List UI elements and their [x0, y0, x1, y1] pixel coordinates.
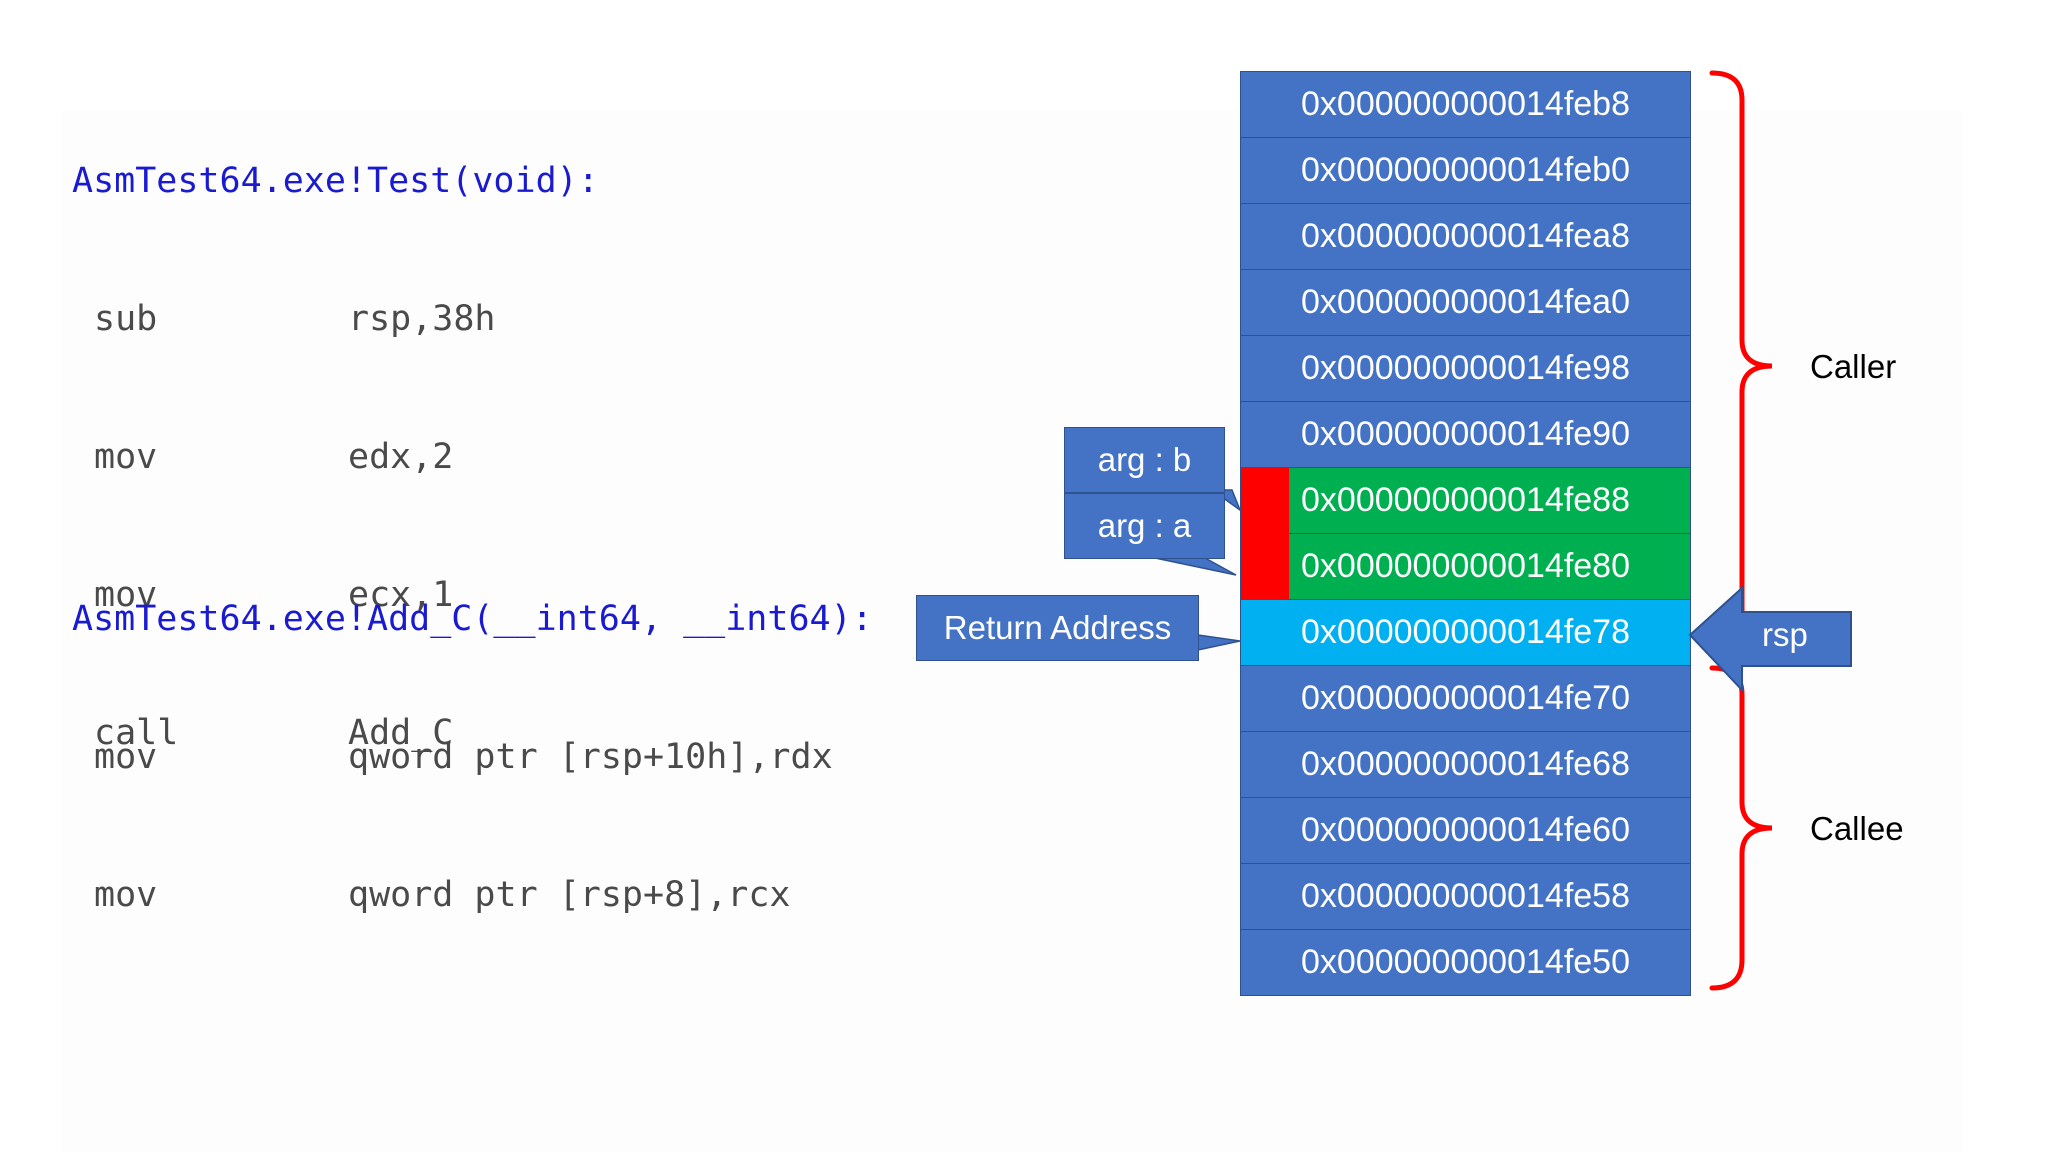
- caller-label: Caller: [1810, 348, 1897, 385]
- stack-address: 0x000000000014fe68: [1301, 745, 1630, 783]
- stack-address: 0x000000000014fe78: [1301, 613, 1630, 651]
- callee-brace: [1709, 665, 1773, 991]
- stack-cell: 0x000000000014feb0: [1240, 137, 1691, 204]
- return-address-callout: Return Address: [916, 595, 1199, 661]
- stack-address: 0x000000000014fe90: [1301, 415, 1630, 453]
- function-header-add-c: AsmTest64.exe!Add_C(__int64, __int64):: [72, 599, 873, 639]
- arg-a-pointer: [1154, 557, 1237, 576]
- stack-address: 0x000000000014feb8: [1301, 85, 1630, 123]
- code-line: mov qword ptr [rsp+10h],rdx: [72, 734, 873, 780]
- stack-address: 0x000000000014fea8: [1301, 217, 1630, 255]
- operands: ecx,1: [348, 575, 454, 615]
- stack-address: 0x000000000014fe70: [1301, 679, 1630, 717]
- stack-address: 0x000000000014fe98: [1301, 349, 1630, 387]
- code-line: call Add_C: [72, 710, 599, 756]
- opcode: mov: [94, 437, 158, 477]
- code-line: mov qword ptr [rsp+8],rcx: [72, 872, 873, 918]
- operands: rsp,38h: [348, 299, 496, 339]
- code-block-test: AsmTest64.exe!Test(void): sub rsp,38h mov…: [72, 66, 599, 802]
- stack-cell: 0x000000000014fe68: [1240, 731, 1691, 798]
- rsp-label: rsp: [1762, 616, 1808, 653]
- stack-cell: 0x000000000014fe58: [1240, 863, 1691, 930]
- opcode: mov: [94, 737, 158, 777]
- stack-address: 0x000000000014fea0: [1301, 283, 1630, 321]
- stack-address: 0x000000000014fe80: [1301, 547, 1630, 585]
- return-address-pointer: [1197, 634, 1241, 651]
- stack-address: 0x000000000014fe88: [1301, 481, 1630, 519]
- stack-cell: 0x000000000014fe78: [1240, 599, 1691, 666]
- opcode: call: [94, 713, 179, 753]
- stack-address: 0x000000000014feb0: [1301, 151, 1630, 189]
- operands: Add_C: [348, 713, 454, 753]
- code-line: mov edx,2: [72, 434, 599, 480]
- stack-address: 0x000000000014fe58: [1301, 877, 1630, 915]
- code-line: mov ecx,1: [72, 572, 599, 618]
- stack-cell: 0x000000000014fea0: [1240, 269, 1691, 336]
- arg-marker: [1241, 534, 1289, 599]
- stack-cell: 0x000000000014fe90: [1240, 401, 1691, 468]
- stack-cell: 0x000000000014fe80: [1240, 533, 1691, 600]
- stack-address: 0x000000000014fe60: [1301, 811, 1630, 849]
- arg-b-callout: arg : b: [1064, 427, 1225, 493]
- code-block-add-c: AsmTest64.exe!Add_C(__int64, __int64): m…: [72, 504, 873, 964]
- stack-cell: 0x000000000014fea8: [1240, 203, 1691, 270]
- arg-marker: [1241, 468, 1289, 533]
- stack-cell: 0x000000000014fe70: [1240, 665, 1691, 732]
- operands: qword ptr [rsp+8],rcx: [348, 875, 791, 915]
- opcode: sub: [94, 299, 158, 339]
- function-header-test: AsmTest64.exe!Test(void):: [72, 161, 599, 201]
- opcode: mov: [94, 575, 158, 615]
- stack-address: 0x000000000014fe50: [1301, 943, 1630, 981]
- callee-label: Callee: [1810, 810, 1904, 847]
- stack-cell: 0x000000000014fe60: [1240, 797, 1691, 864]
- operands: qword ptr [rsp+10h],rdx: [348, 737, 833, 777]
- stack-cell: 0x000000000014fe88: [1240, 467, 1691, 534]
- rsp-arrow: [1688, 585, 1852, 693]
- arg-a-callout: arg : a: [1064, 493, 1225, 559]
- stack-cell: 0x000000000014fe50: [1240, 929, 1691, 996]
- code-line: sub rsp,38h: [72, 296, 599, 342]
- stack-cell: 0x000000000014feb8: [1240, 71, 1691, 138]
- stack-diagram: 0x000000000014feb8 0x000000000014feb0 0x00…: [1240, 71, 1691, 996]
- caller-brace: [1709, 70, 1773, 648]
- stack-cell: 0x000000000014fe98: [1240, 335, 1691, 402]
- operands: edx,2: [348, 437, 454, 477]
- opcode: mov: [94, 875, 158, 915]
